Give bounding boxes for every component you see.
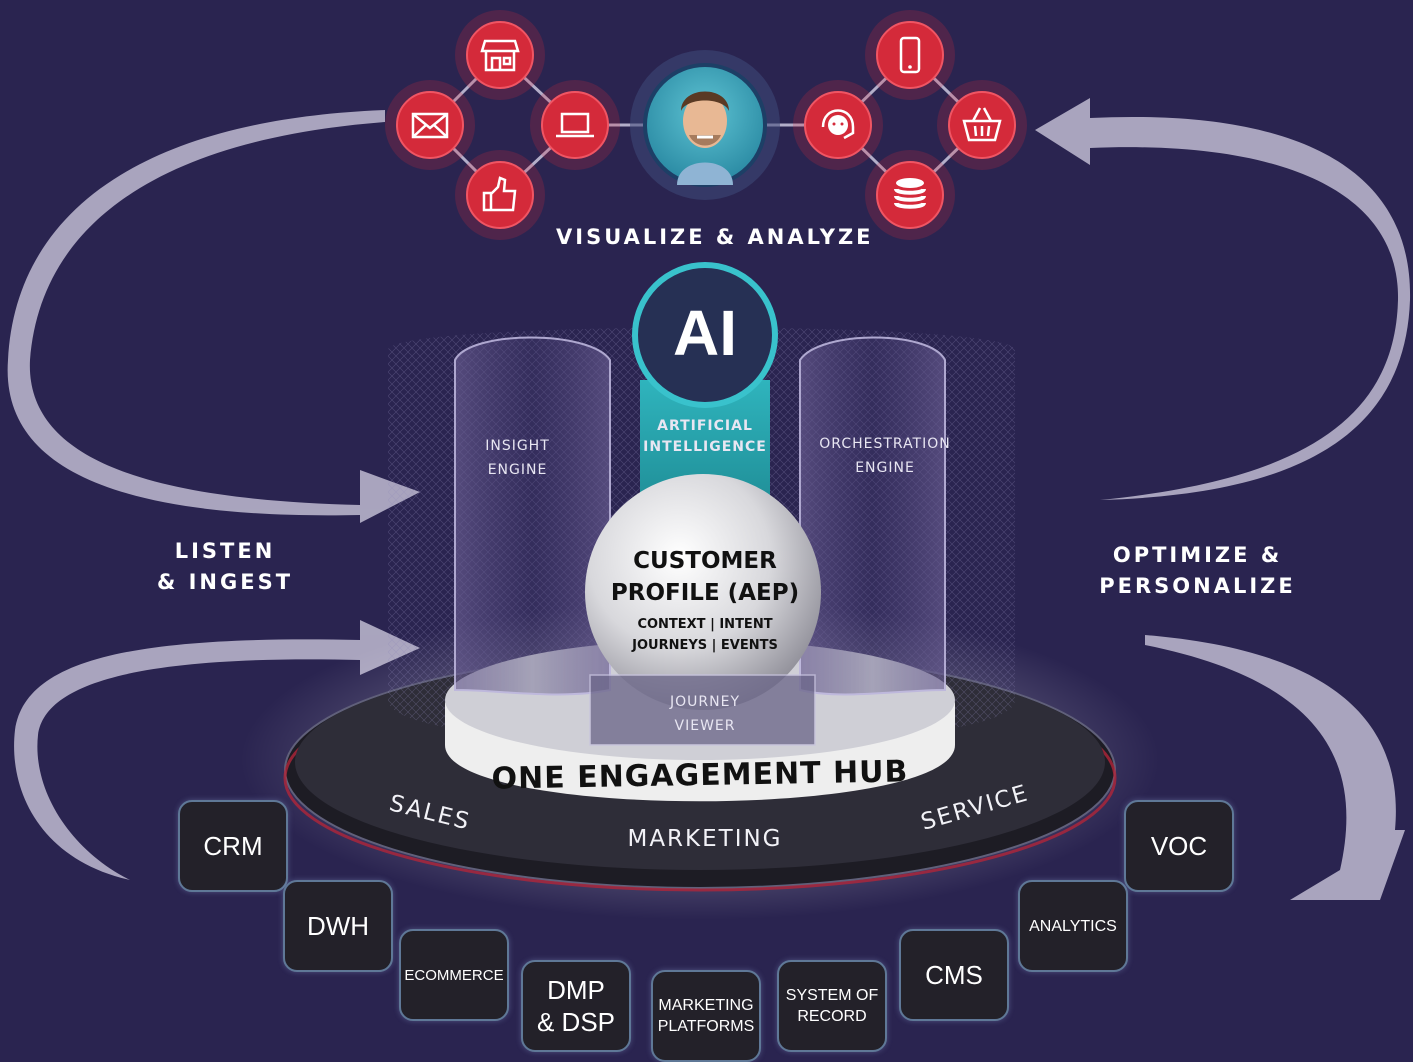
avatar (630, 50, 780, 200)
source-tile-marketing-platforms: MARKETING PLATFORMS (651, 970, 761, 1062)
arrow-optimize-bottom (1145, 635, 1405, 900)
customer-profile-title: CUSTOMER PROFILE (AEP) (610, 548, 800, 606)
source-tile-system-of-record: SYSTEM OF RECORD (777, 960, 887, 1052)
journey-viewer-label: JOURNEY VIEWER (670, 694, 740, 734)
arrow-listen-top (7, 110, 420, 523)
insight-engine-panel (454, 336, 611, 696)
ring-label-marketing: MARKETING (627, 826, 783, 852)
optimize-personalize-label: OPTIMIZE & PERSONALIZE (1099, 543, 1296, 598)
listen-ingest-label: LISTEN & INGEST (156, 539, 294, 594)
customer-profile-sphere (585, 474, 821, 710)
ai-caption: ARTIFICIAL INTELLIGENCE (643, 418, 767, 455)
customer-profile-subtitle: CONTEXT | INTENT JOURNEYS | EVENTS (632, 617, 778, 653)
thumbs-up-icon (455, 150, 545, 240)
journey-viewer-box (589, 674, 816, 746)
source-tile-dmp-dsp: DMP & DSP (521, 960, 631, 1052)
source-tile-crm: CRM (178, 800, 288, 892)
database-icon (865, 150, 955, 240)
source-tile-cms: CMS (899, 929, 1009, 1021)
orchestration-engine-label: ORCHESTRATION ENGINE (819, 436, 951, 476)
insight-engine-label: INSIGHT ENGINE (485, 438, 550, 478)
store-icon (455, 10, 545, 100)
ai-badge-circle (632, 262, 778, 408)
channel-icons-right (793, 10, 1027, 240)
visualize-analyze-label: VISUALIZE & ANALYZE (556, 225, 874, 249)
support-agent-icon (793, 80, 883, 170)
source-tile-voc: VOC (1124, 800, 1234, 892)
orchestration-engine-panel (799, 336, 946, 696)
shopping-basket-icon (937, 80, 1027, 170)
ai-badge-text: AI (673, 297, 737, 369)
channel-icons-left (385, 10, 620, 240)
source-tile-dwh: DWH (283, 880, 393, 972)
source-tile-ecommerce: ECOMMERCE (399, 929, 509, 1021)
email-icon (385, 80, 475, 170)
smartphone-icon (865, 10, 955, 100)
laptop-icon (530, 80, 620, 170)
source-tile-analytics: ANALYTICS (1018, 880, 1128, 972)
arrow-optimize-top (1035, 98, 1411, 500)
